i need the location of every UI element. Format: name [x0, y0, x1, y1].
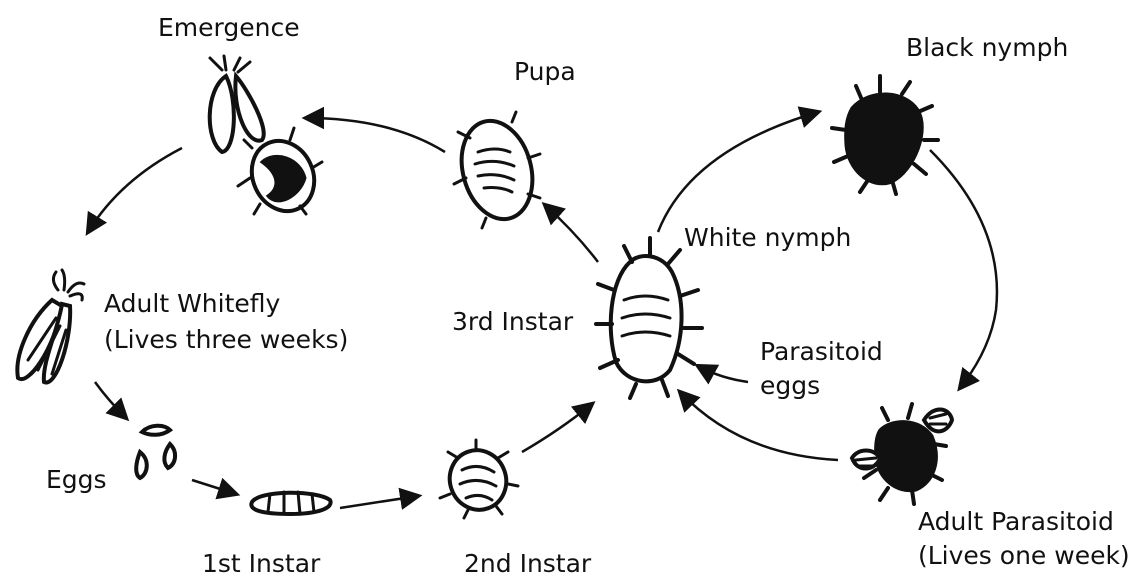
label-second-instar: 2nd Instar — [464, 549, 592, 578]
emerged-parasitoid-icon — [238, 128, 325, 221]
adult-whitefly-icon — [17, 270, 84, 383]
eggs-icon — [136, 426, 175, 478]
label-parasitoid-eggs-line2: eggs — [760, 371, 820, 400]
label-white-nymph: White nymph — [684, 223, 851, 252]
arrow-adult-to-eggs — [95, 382, 126, 418]
label-adult-whitefly-life: (Lives three weeks) — [104, 325, 348, 354]
label-pupa: Pupa — [514, 57, 576, 86]
label-eggs: Eggs — [46, 465, 107, 494]
arrow-second-to-third-instar — [522, 404, 592, 452]
label-first-instar: 1st Instar — [202, 549, 321, 578]
arrow-adult-parasitoid-to-nymph — [680, 392, 838, 460]
arrow-eggs-to-first-instar — [192, 480, 236, 494]
label-third-instar: 3rd Instar — [452, 307, 574, 336]
black-nymph-icon — [832, 76, 938, 194]
emergence-whitefly-icon — [210, 56, 264, 152]
label-adult-whitefly: Adult Whitefly — [104, 289, 281, 318]
arrow-third-instar-to-pupa — [545, 205, 598, 262]
arrow-emergence-to-adult — [88, 148, 182, 232]
first-instar-icon — [251, 492, 330, 514]
label-black-nymph: Black nymph — [906, 33, 1068, 62]
white-nymph-icon — [596, 238, 702, 398]
arrow-black-nymph-to-adult-parasitoid — [930, 150, 997, 388]
arrow-pupa-to-emergence — [306, 118, 445, 152]
adult-parasitoid-icon — [852, 404, 952, 504]
arrow-parasitoid-eggs-to-nymph — [698, 366, 748, 382]
labels: Emergence Pupa Black nymph White nymph A… — [46, 13, 1130, 578]
label-adult-parasitoid: Adult Parasitoid — [918, 507, 1114, 536]
label-emergence: Emergence — [158, 13, 300, 42]
label-adult-parasitoid-life: (Lives one week) — [918, 541, 1130, 570]
label-parasitoid-eggs-line1: Parasitoid — [760, 337, 883, 366]
second-instar-icon — [440, 440, 518, 518]
arrow-first-to-second-instar — [340, 496, 418, 508]
arrow-white-to-black-nymph — [658, 112, 818, 232]
pupa-icon — [451, 112, 543, 228]
